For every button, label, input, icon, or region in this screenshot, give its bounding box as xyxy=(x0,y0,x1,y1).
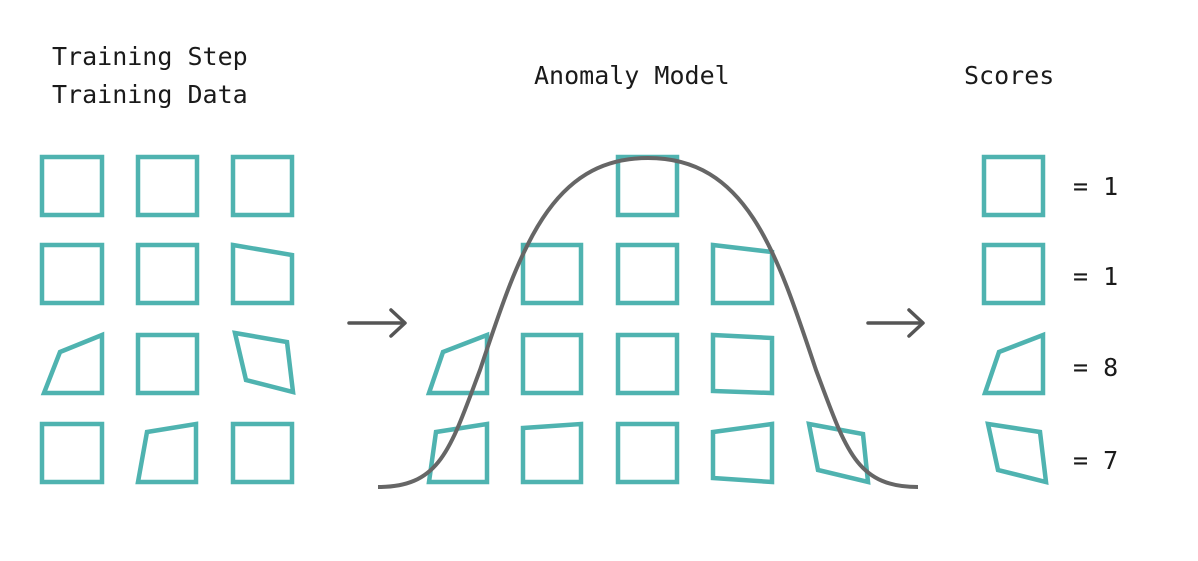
training-data-grid xyxy=(39,154,296,485)
training-shape-r1c2 xyxy=(135,154,200,218)
training-shape-r4c1 xyxy=(39,421,105,485)
score-shape-1 xyxy=(981,154,1046,218)
training-shape-r1c1 xyxy=(39,154,105,218)
model-shape-r2c3 xyxy=(710,242,775,306)
training-shape-r2c3 xyxy=(230,242,295,306)
score-value-1: = 1 xyxy=(1073,172,1119,201)
distribution-curve xyxy=(377,155,919,489)
model-shape-r3c4 xyxy=(710,332,775,396)
model-shape-r4c2 xyxy=(520,421,584,485)
training-shape-r4c3 xyxy=(230,421,295,485)
score-value-2: = 1 xyxy=(1073,262,1119,291)
training-shape-r3c1 xyxy=(40,331,105,396)
scores-heading: Scores xyxy=(964,61,1055,90)
score-shape-3 xyxy=(981,331,1046,396)
score-value-3: = 8 xyxy=(1073,353,1119,382)
model-shape-r4c4 xyxy=(710,421,775,485)
training-shape-r4c2 xyxy=(135,421,199,485)
model-shape-r2c2 xyxy=(615,242,680,306)
training-shape-r2c1 xyxy=(39,242,105,306)
model-shape-top xyxy=(615,154,680,218)
training-shape-r3c2 xyxy=(135,332,200,396)
model-shape-r4c3 xyxy=(615,421,680,485)
model-shape-r4c1 xyxy=(426,421,490,485)
model-shapes xyxy=(425,154,871,485)
model-shape-r3c2 xyxy=(520,332,584,396)
score-shapes xyxy=(981,154,1049,485)
score-value-4: = 7 xyxy=(1073,446,1119,475)
training-data-heading: Training Data xyxy=(52,80,248,109)
right-arrow-icon xyxy=(347,308,407,338)
training-shape-r1c3 xyxy=(230,154,295,218)
training-shape-r2c2 xyxy=(135,242,200,306)
model-shape-r3c3 xyxy=(615,332,680,396)
score-shape-2 xyxy=(981,242,1046,306)
model-shape-r3c1 xyxy=(425,331,490,396)
training-step-heading: Training Step xyxy=(52,42,248,71)
anomaly-model-heading: Anomaly Model xyxy=(534,61,730,90)
model-shape-r2c1 xyxy=(520,242,584,306)
training-shape-r3c3 xyxy=(232,330,296,395)
score-shape-4 xyxy=(985,421,1049,485)
right-arrow-icon xyxy=(866,308,925,338)
model-shape-r4c5 xyxy=(806,421,871,485)
